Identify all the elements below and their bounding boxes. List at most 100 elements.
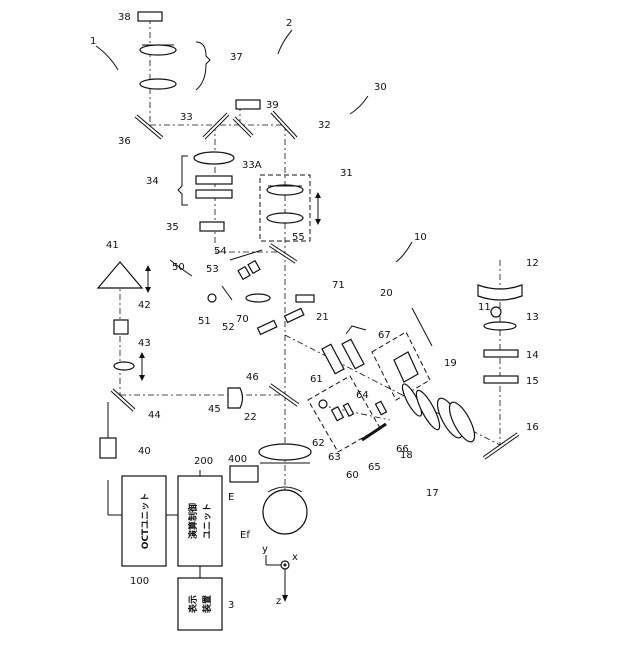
label-35: 35 — [166, 222, 179, 233]
label-38: 38 — [118, 12, 131, 23]
lens-group-37 — [140, 42, 210, 90]
label-200: 200 — [194, 456, 213, 467]
oct-unit-block: OCTユニット — [122, 476, 166, 566]
component-51-52 — [208, 286, 232, 302]
label-53: 53 — [206, 264, 219, 275]
axis-y-label: y — [262, 544, 268, 555]
mirror-32 — [272, 112, 296, 138]
coordinate-axes — [266, 555, 289, 602]
oct-unit-label: OCTユニット — [140, 493, 151, 549]
label-63: 63 — [328, 452, 341, 463]
label-44: 44 — [148, 410, 161, 421]
component-21 — [258, 308, 304, 334]
component-39 — [236, 100, 260, 109]
component-38 — [138, 12, 162, 21]
component-42 — [114, 320, 128, 334]
lens-18-19 — [399, 382, 443, 432]
label-3: 3 — [228, 600, 234, 611]
mirror-55 — [270, 245, 296, 262]
label-33A: 33A — [242, 160, 262, 171]
mirror-33A — [234, 118, 252, 136]
label-20: 20 — [380, 288, 393, 299]
label-22: 22 — [244, 412, 257, 423]
lens-45 — [228, 388, 243, 408]
mirror-16 — [484, 434, 518, 458]
label-70: 70 — [236, 314, 249, 325]
label-11: 11 — [478, 302, 491, 313]
mirror-44 — [112, 390, 134, 410]
lens-group-34 — [178, 152, 234, 205]
label-Ef: Ef — [240, 530, 250, 541]
component-14 — [484, 350, 518, 357]
label-34: 34 — [146, 176, 159, 187]
focus-unit-31 — [260, 175, 321, 241]
eye-E — [263, 487, 307, 534]
label-15: 15 — [526, 376, 539, 387]
component-35 — [200, 222, 224, 231]
label-41: 41 — [106, 240, 119, 251]
axis-x-label: x — [292, 552, 298, 563]
compute-control-label-1: 演算制御 — [187, 503, 199, 539]
label-32: 32 — [318, 120, 331, 131]
label-16: 16 — [526, 422, 539, 433]
component-71 — [296, 295, 314, 302]
label-30: 30 — [374, 82, 387, 93]
component-43 — [114, 352, 145, 381]
label-61: 61 — [310, 374, 323, 385]
label-12: 12 — [526, 258, 539, 269]
label-33: 33 — [180, 112, 193, 123]
axis-z-label: z — [276, 596, 281, 607]
label-14: 14 — [526, 350, 539, 361]
objective-lens-22 — [259, 444, 311, 463]
label-1: 1 — [90, 36, 96, 47]
label-39: 39 — [266, 100, 279, 111]
component-11 — [491, 307, 501, 317]
label-50: 50 — [172, 262, 185, 273]
label-36: 36 — [118, 136, 131, 147]
label-37: 37 — [230, 52, 243, 63]
display-block: 表示 装置 — [178, 578, 222, 630]
label-31: 31 — [340, 168, 353, 179]
label-66: 66 — [396, 444, 409, 455]
compute-control-label-2: ユニット — [202, 503, 213, 539]
group-20 — [322, 326, 366, 374]
mirror-36 — [136, 116, 162, 138]
label-2: 2 — [286, 18, 292, 29]
label-60: 60 — [346, 470, 359, 481]
label-52: 52 — [222, 322, 235, 333]
component-41 — [98, 262, 151, 293]
lens-70 — [246, 294, 270, 302]
optical-axes — [120, 18, 500, 500]
mirror-33 — [204, 114, 228, 138]
label-62: 62 — [312, 438, 325, 449]
label-13: 13 — [526, 312, 539, 323]
label-42: 42 — [138, 300, 151, 311]
label-55: 55 — [292, 232, 305, 243]
leader-lines — [96, 30, 412, 276]
label-46: 46 — [246, 372, 259, 383]
label-64: 64 — [356, 390, 369, 401]
component-53-54 — [230, 250, 262, 279]
display-label-2: 装置 — [201, 595, 213, 614]
component-15 — [484, 376, 518, 383]
label-65: 65 — [368, 462, 381, 473]
lens-group-17 — [433, 395, 480, 445]
label-100: 100 — [130, 576, 149, 587]
label-E: E — [228, 492, 234, 503]
component-400 — [230, 466, 258, 482]
label-21: 21 — [316, 312, 329, 323]
display-label-1: 表示 — [187, 595, 199, 614]
lens-12 — [478, 285, 522, 300]
label-43: 43 — [138, 338, 151, 349]
component-40 — [100, 438, 116, 458]
label-54: 54 — [214, 246, 227, 257]
label-51: 51 — [198, 316, 211, 327]
label-17: 17 — [426, 488, 439, 499]
label-10: 10 — [414, 232, 427, 243]
lens-13 — [484, 322, 516, 330]
label-40: 40 — [138, 446, 151, 457]
label-71: 71 — [332, 280, 345, 291]
label-67: 67 — [378, 330, 391, 341]
label-19: 19 — [444, 358, 457, 369]
